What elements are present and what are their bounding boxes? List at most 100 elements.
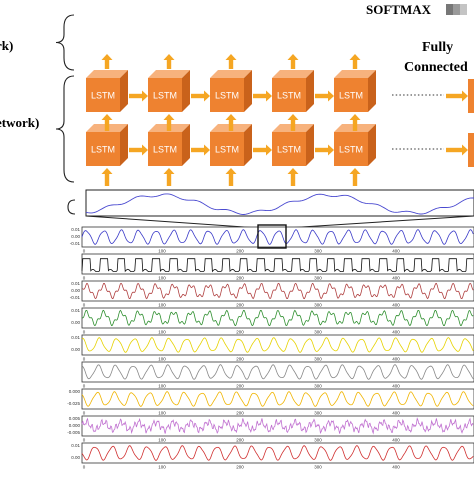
braces-group	[55, 14, 76, 215]
signal-line	[81, 229, 474, 245]
x-tick-label: 400	[392, 303, 400, 308]
arrow-right-r2-c2	[191, 144, 210, 156]
x-tick-label: 300	[314, 276, 322, 281]
x-tick-label: 200	[236, 303, 244, 308]
x-tick-label: 200	[236, 465, 244, 470]
lstm-cell-r2-c4: LSTM	[272, 124, 314, 166]
brace-bottom	[55, 75, 75, 183]
y-tick-label: -0.01	[70, 295, 81, 300]
arrow-up-between-c1	[101, 114, 113, 131]
signal-line	[81, 258, 474, 273]
x-tick-label: 0	[83, 465, 86, 470]
x-tick-label: 400	[392, 384, 400, 389]
arrow-right-r1-c2	[191, 90, 210, 102]
signal-line	[81, 282, 474, 300]
y-tick-label: 0.00	[71, 347, 80, 352]
arrow-up-out-c4	[287, 54, 299, 69]
x-tick-label: 100	[158, 357, 166, 362]
x-tick-label: 100	[158, 276, 166, 281]
y-tick-label: 0.00	[71, 288, 80, 293]
x-tick-label: 200	[236, 438, 244, 443]
y-tick-label: -0.01	[70, 241, 81, 246]
x-tick-label: 300	[314, 330, 322, 335]
x-tick-label: 0	[83, 357, 86, 362]
network-label-top: rk)	[0, 38, 14, 53]
lstm-cell-r2-c3: LSTM	[210, 124, 252, 166]
x-tick-label: 300	[314, 384, 322, 389]
x-tick-label: 400	[392, 411, 400, 416]
arrow-up-between-c3	[225, 114, 237, 131]
lstm-cell-label: LSTM	[215, 91, 239, 101]
arrow-up-in-c4	[287, 168, 299, 186]
softmax-swatch-2	[453, 4, 460, 15]
lstm-cell-r1-c4: LSTM	[272, 70, 314, 112]
arrow-right-r2-c4	[315, 144, 334, 156]
arrow-right-r1-c4	[315, 90, 334, 102]
lstm-cell-r1-c2: LSTM	[148, 70, 190, 112]
brace-top	[55, 14, 75, 71]
lstm-cell-r1-c1: LSTM	[86, 70, 128, 112]
arrow-up-between-c2	[163, 114, 175, 131]
arrow-up-out-c2	[163, 54, 175, 69]
x-tick-label: 400	[392, 249, 400, 254]
y-tick-label: 0.00	[71, 234, 80, 239]
y-tick-label: 0.00	[71, 455, 80, 460]
lstm-cell-label: LSTM	[339, 145, 363, 155]
signal-line	[81, 337, 474, 353]
x-tick-label: 100	[158, 303, 166, 308]
x-tick-label: 100	[158, 465, 166, 470]
arrow-up-out-c5	[349, 54, 361, 69]
lstm-cell-label: LSTM	[153, 91, 177, 101]
arrow-right-r2-c3	[253, 144, 272, 156]
brace-input	[67, 199, 76, 215]
x-tick-label: 200	[236, 357, 244, 362]
arrow-to-fc-r1	[446, 90, 468, 102]
arrow-right-r1-c1	[129, 90, 148, 102]
softmax-label: SOFTMAX	[366, 2, 431, 17]
softmax-swatch-3	[460, 4, 467, 15]
arrow-up-between-c5	[349, 114, 361, 131]
lstm-cell-label: LSTM	[277, 91, 301, 101]
lstm-cell-label: LSTM	[91, 91, 115, 101]
x-tick-label: 300	[314, 357, 322, 362]
x-tick-label: 200	[236, 249, 244, 254]
zoom-highlight-box	[257, 224, 287, 249]
lstm-cell-r2-c2: LSTM	[148, 124, 190, 166]
plot-frame	[81, 226, 474, 248]
x-tick-label: 200	[236, 411, 244, 416]
zoom-connector-right	[285, 215, 474, 229]
arrow-to-fc-r2	[446, 144, 468, 156]
y-tick-label: 0.01	[71, 335, 80, 340]
x-tick-label: 0	[83, 303, 86, 308]
x-tick-label: 0	[83, 330, 86, 335]
x-tick-label: 300	[314, 465, 322, 470]
arrow-up-in-c3	[225, 168, 237, 186]
x-tick-label: 0	[83, 438, 86, 443]
y-tick-label: 0.000	[69, 423, 81, 428]
x-tick-label: 400	[392, 276, 400, 281]
x-tick-label: 100	[158, 438, 166, 443]
y-tick-label: 0.01	[71, 308, 80, 313]
y-tick-label: 0.00	[71, 320, 80, 325]
softmax-swatch-1	[446, 4, 453, 15]
arrow-up-in-c5	[349, 168, 361, 186]
arrow-up-in-c1	[101, 168, 113, 186]
lstm-cell-label: LSTM	[339, 91, 363, 101]
x-tick-label: 100	[158, 384, 166, 389]
x-tick-label: 300	[314, 303, 322, 308]
x-tick-label: 200	[236, 276, 244, 281]
plot-frame	[81, 253, 474, 275]
x-tick-label: 100	[158, 249, 166, 254]
x-tick-label: 200	[236, 384, 244, 389]
lstm-cell-r1-c3: LSTM	[210, 70, 252, 112]
signal-line	[81, 364, 474, 380]
